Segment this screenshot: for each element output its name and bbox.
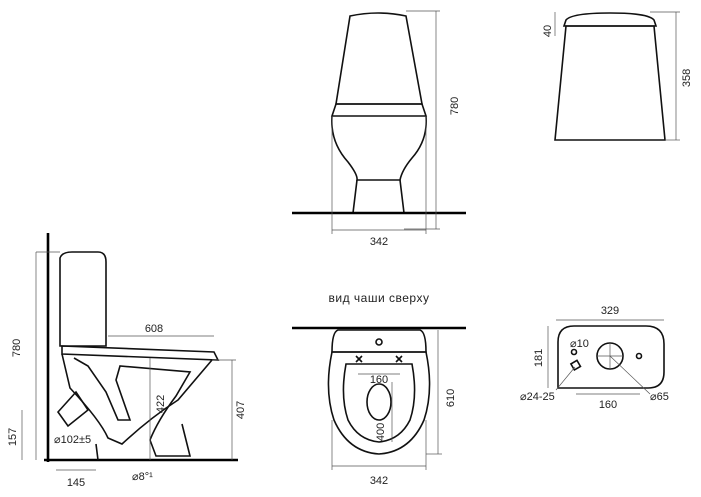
top-view-seat	[342, 363, 416, 443]
top-view-seat-width-label: 160	[370, 374, 388, 386]
cistern-top-mount-hole	[569, 359, 582, 372]
side-view: 780 608 422 407 157 ⌀102±5 145 ⌀8°¹	[7, 233, 247, 489]
side-bowl-inner	[73, 357, 192, 441]
top-view-bowl-opening	[366, 383, 392, 421]
front-bowl	[331, 115, 428, 181]
cistern-top-mount-label: ⌀24-25	[520, 391, 555, 403]
cistern-top-large-hole-label: ⌀65	[650, 391, 669, 403]
cistern-top-spacing-label: 160	[599, 399, 617, 411]
front-height-label: 780	[449, 97, 461, 115]
cistern-top-large-leader	[609, 355, 651, 395]
top-view-hinges	[355, 355, 403, 363]
side-cistern	[59, 251, 107, 347]
top-view-seat-depth-label: 400	[375, 423, 387, 441]
cistern-height-label: 358	[681, 69, 693, 87]
cistern-body	[554, 25, 666, 141]
side-outlet-offset-label: 145	[67, 477, 85, 489]
front-cistern	[335, 12, 423, 105]
top-view-caption: вид чаши сверху	[329, 291, 430, 305]
cistern-top-right-hole	[635, 352, 643, 360]
top-view-depth-label: 610	[445, 389, 457, 407]
cistern-lid	[562, 12, 658, 27]
cistern-top-width-label: 329	[601, 305, 619, 317]
top-view-back	[331, 329, 427, 353]
front-view: 780 342	[292, 10, 466, 248]
side-outlet	[56, 390, 90, 428]
front-lid	[330, 103, 428, 117]
cistern-top-small-hole	[570, 348, 578, 356]
side-bowl-height-label: 422	[155, 395, 167, 413]
cistern-view: 40 358	[542, 11, 693, 141]
cistern-top-small-hole-label: ⌀10	[570, 338, 589, 350]
cistern-top-mount-leader	[555, 366, 576, 391]
front-pedestal	[352, 179, 405, 214]
cistern-top-depth-label: 181	[533, 349, 545, 367]
side-length-label: 608	[145, 323, 163, 335]
front-width-label: 342	[370, 236, 388, 248]
top-view-width-label: 342	[370, 475, 388, 487]
side-rim-height-label: 407	[235, 401, 247, 419]
top-view: вид чаши сверху 160 400 610 342	[292, 291, 466, 487]
top-view-flush-hole	[375, 338, 383, 346]
side-outlet-diameter-label: ⌀102±5	[54, 434, 91, 446]
side-angle-label: ⌀8°¹	[132, 471, 153, 483]
cistern-top-outline	[557, 325, 665, 389]
cistern-top-label: 40	[542, 25, 554, 37]
cistern-top-view: 329 181 ⌀10 ⌀24-25 ⌀65 160	[520, 305, 669, 411]
side-outlet-height-label: 157	[7, 428, 19, 446]
side-foot	[95, 423, 192, 461]
top-view-bowl-outer	[327, 351, 431, 455]
side-height-label: 780	[11, 339, 23, 357]
side-seat	[61, 345, 220, 361]
